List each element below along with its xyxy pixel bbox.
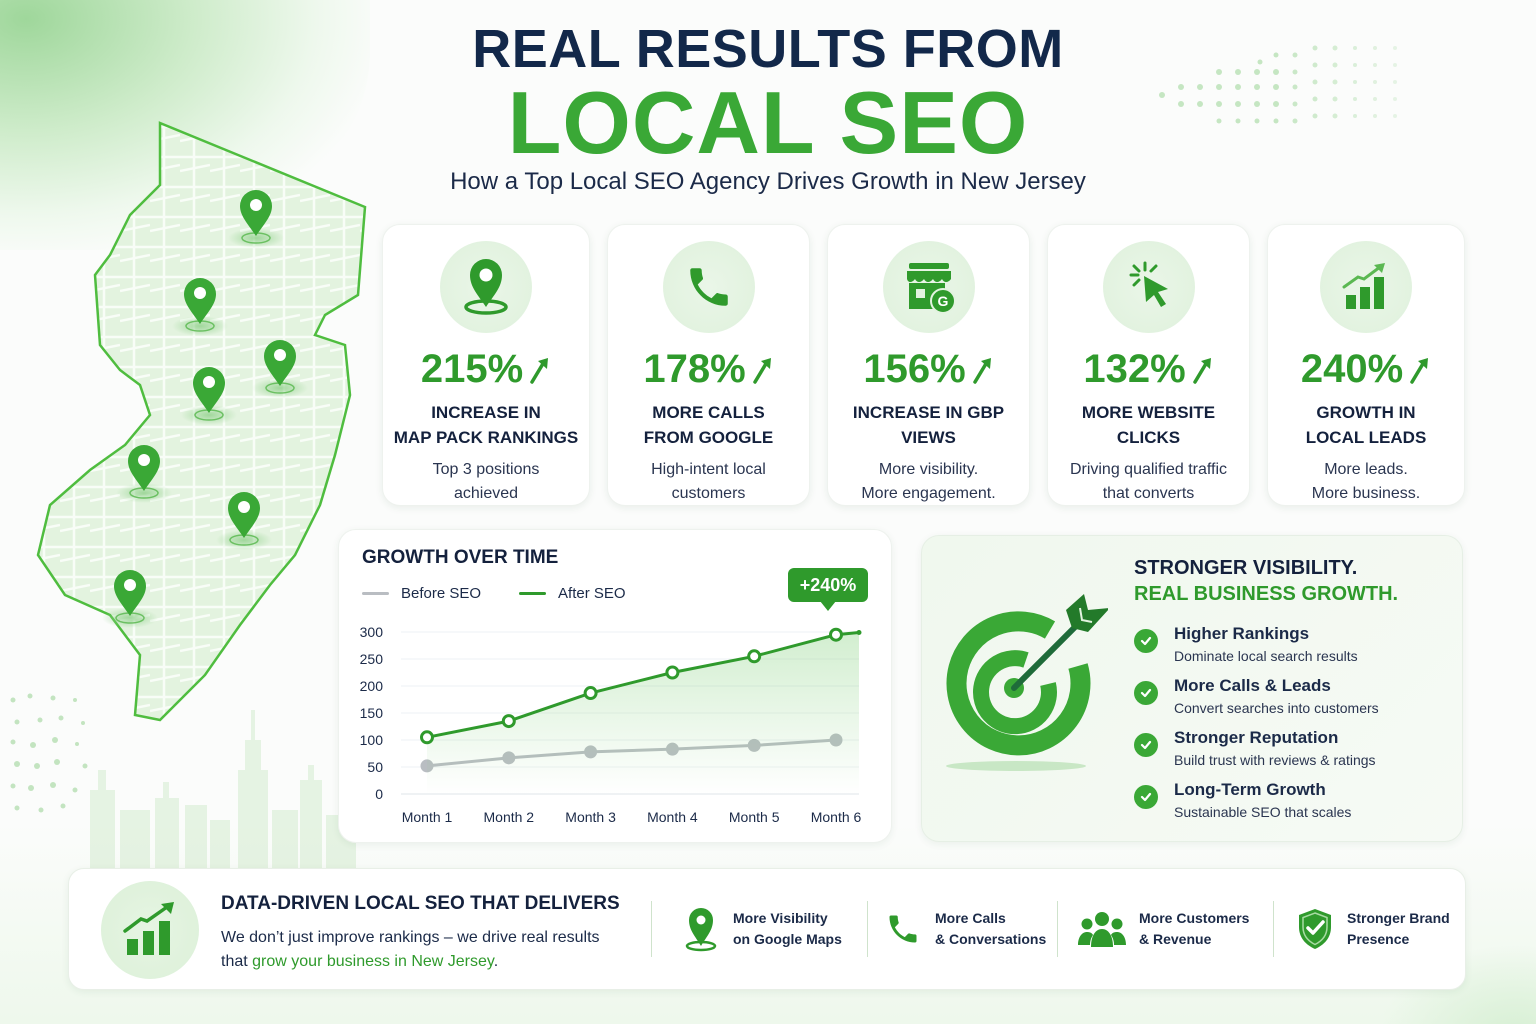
svg-text:Month 3: Month 3	[565, 809, 616, 825]
feature-calls: More Calls& Conversations	[883, 899, 1046, 959]
svg-text:Month 2: Month 2	[484, 809, 535, 825]
svg-text:Month 5: Month 5	[729, 809, 780, 825]
benefit-item: Long-Term Growth Sustainable SEO that sc…	[1134, 779, 1351, 822]
page-title-line1: REAL RESULTS FROM	[472, 19, 1064, 79]
stat-value: 240%	[1300, 347, 1404, 391]
growth-chart-icon	[101, 881, 199, 979]
arrow-up-right-icon	[972, 357, 991, 384]
banner-text: We don’t just improve rankings – we driv…	[221, 929, 600, 970]
divider	[1057, 901, 1058, 957]
svg-text:G: G	[937, 293, 948, 309]
check-circle-icon	[1134, 681, 1158, 705]
map-pin-icon	[681, 906, 721, 952]
legend-swatch-green	[519, 592, 547, 595]
stat-description: More visibility.More engagement.	[861, 461, 996, 502]
legend-swatch-gray	[362, 592, 389, 595]
benefits-card: STRONGER VISIBILITY. REAL BUSINESS GROWT…	[921, 535, 1463, 842]
bottom-banner: DATA-DRIVEN LOCAL SEO THAT DELIVERS We d…	[68, 868, 1466, 990]
divider	[651, 901, 652, 957]
svg-text:50: 50	[367, 759, 383, 775]
map-pins	[102, 190, 308, 628]
svg-text:250: 250	[360, 651, 384, 667]
phone-icon	[883, 906, 923, 952]
map-pin	[252, 340, 308, 398]
map-pin	[102, 570, 158, 628]
map-pin	[116, 445, 172, 503]
banner-title: DATA-DRIVEN LOCAL SEO THAT DELIVERS	[221, 893, 620, 914]
target-arrow-icon	[946, 594, 1108, 771]
arrow-up-right-icon	[530, 357, 549, 384]
legend-item-after: After SEO	[519, 585, 626, 602]
check-circle-icon	[1134, 629, 1158, 653]
divider	[1273, 901, 1274, 957]
svg-text:100: 100	[360, 732, 384, 748]
arrow-up-right-icon	[752, 357, 771, 384]
svg-text:200: 200	[360, 678, 384, 694]
divider	[867, 901, 868, 957]
svg-text:Month 4: Month 4	[647, 809, 698, 825]
benefit-item: Stronger Reputation Build trust with rev…	[1134, 727, 1376, 770]
benefit-item: Higher Rankings Dominate local search re…	[1134, 623, 1358, 666]
benefits-heading-line1: STRONGER VISIBILITY.	[1134, 557, 1358, 579]
growth-chart-card: GROWTH OVER TIME Before SEO After SEO 0 5…	[338, 529, 892, 843]
stat-value: 132%	[1083, 347, 1186, 391]
arrow-up-right-icon	[1410, 357, 1429, 384]
svg-text:150: 150	[360, 705, 384, 721]
page-subtitle: How a Top Local SEO Agency Drives Growth…	[450, 168, 1086, 195]
map-pin	[172, 278, 228, 336]
people-group-icon	[1077, 906, 1127, 952]
decorative-dots-bottom-left	[5, 690, 105, 820]
check-circle-icon	[1134, 733, 1158, 757]
benefit-item: More Calls & Leads Convert searches into…	[1134, 675, 1379, 718]
chart-title: GROWTH OVER TIME	[362, 547, 559, 568]
cursor-click-icon	[1102, 241, 1195, 333]
decorative-dots-top-right	[1155, 45, 1405, 125]
map-pin	[228, 190, 284, 248]
map-pin	[216, 492, 272, 550]
svg-text:0: 0	[375, 786, 383, 802]
benefits-heading-line2: REAL BUSINESS GROWTH.	[1134, 583, 1399, 605]
storefront-google-icon: G	[882, 241, 975, 333]
arrow-up-right-icon	[1192, 357, 1211, 384]
phone-icon	[662, 241, 755, 333]
chart-legend: Before SEO After SEO	[362, 585, 664, 602]
feature-customers: More Customers& Revenue	[1077, 899, 1249, 959]
bar-chart-growth-icon	[1320, 241, 1412, 333]
location-pin-icon	[440, 241, 532, 333]
stat-value: 178%	[643, 347, 746, 391]
stat-value: 156%	[863, 347, 966, 391]
svg-text:Month 1: Month 1	[402, 809, 453, 825]
check-circle-icon	[1134, 785, 1158, 809]
new-jersey-map	[36, 121, 367, 722]
page-title-line2: LOCAL SEO	[507, 73, 1029, 172]
svg-text:300: 300	[360, 624, 384, 640]
map-pin	[181, 367, 237, 425]
growth-badge: +240%	[788, 568, 868, 611]
highlight-text: grow your business in New Jersey	[252, 953, 494, 970]
stat-description: More leads.More business.	[1311, 461, 1421, 502]
shield-check-icon	[1295, 906, 1335, 952]
city-skyline-silhouette	[90, 710, 356, 870]
svg-text:Month 6: Month 6	[811, 809, 862, 825]
legend-item-before: Before SEO	[362, 585, 481, 602]
stat-value: 215%	[420, 347, 524, 391]
